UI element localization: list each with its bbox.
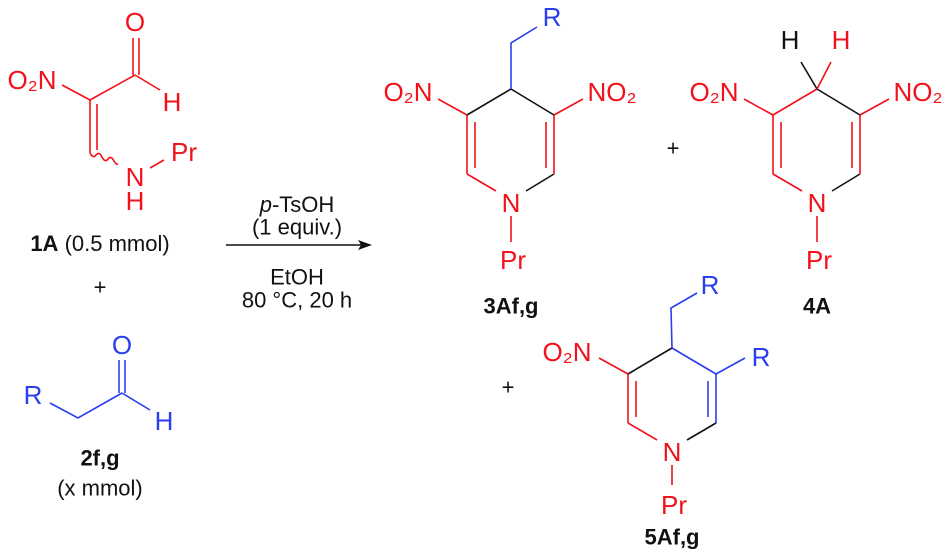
plus-sign: + — [94, 275, 107, 300]
solvent: EtOH — [270, 265, 324, 290]
nitro-group-right: NO₂ — [893, 77, 942, 107]
hydrogen-atom-right: H — [832, 25, 851, 55]
ring-nitrogen: N — [502, 188, 521, 218]
ring-nitrogen: N — [663, 437, 682, 467]
hydrogen-atom: H — [155, 406, 174, 436]
r-group: R — [24, 380, 43, 410]
propyl-group: Pr — [500, 245, 526, 275]
label-1A: 1A — [30, 231, 58, 256]
label-4A: 4A — [803, 294, 831, 319]
product-5Afg: R R O₂N N Pr 5Af,g — [542, 270, 770, 550]
propyl-group: Pr — [661, 490, 687, 520]
amount: (0.5 mmol) — [65, 231, 170, 256]
nitro-group-left: O₂N — [542, 337, 591, 367]
reaction-arrow — [226, 240, 372, 250]
nitro-group-right: NO₂ — [587, 77, 636, 107]
nitro-group: O₂N — [7, 65, 56, 95]
reactant-1A: O₂N O H N H Pr 1A (0.5 mmol) — [7, 7, 197, 256]
amount: (x mmol) — [57, 476, 143, 501]
plus-sign: + — [502, 375, 515, 400]
bonds-1A — [61, 38, 165, 169]
hydrogen-atom: H — [163, 87, 182, 117]
nitro-group-left: O₂N — [383, 77, 432, 107]
hydrogen-atom: H — [126, 186, 145, 216]
ring-nitrogen: N — [808, 188, 827, 218]
product-4A: H H O₂N NO₂ N Pr 4A — [689, 25, 942, 319]
oxygen-atom: O — [125, 7, 145, 37]
label-5Afg: 5Af,g — [645, 525, 700, 550]
reagent-name: -TsOH — [272, 192, 334, 217]
hydrogen-atom-left: H — [781, 25, 800, 55]
reactant-2fg: R O H 2f,g (x mmol) — [24, 330, 174, 501]
reagent: p-TsOH — [259, 192, 335, 217]
equivalents: (1 equiv.) — [252, 215, 342, 240]
nitrogen-atom: N — [126, 162, 145, 192]
r-group-top: R — [701, 270, 720, 300]
label-2fg: 2f,g — [80, 446, 119, 471]
r-group: R — [543, 2, 562, 32]
compound-label: 1A (0.5 mmol) — [30, 231, 169, 256]
plus-sign: + — [667, 136, 680, 161]
propyl-group: Pr — [171, 137, 197, 167]
propyl-group: Pr — [806, 245, 832, 275]
product-3Afg: R O₂N NO₂ N Pr 3Af,g — [383, 2, 636, 319]
temperature-time: 80 °C, 20 h — [242, 288, 352, 313]
nitro-group-left: O₂N — [689, 77, 738, 107]
reagent-prefix: p — [259, 192, 272, 217]
oxygen-atom: O — [112, 330, 132, 360]
r-group-right: R — [752, 342, 771, 372]
label-3Afg: 3Af,g — [484, 294, 539, 319]
